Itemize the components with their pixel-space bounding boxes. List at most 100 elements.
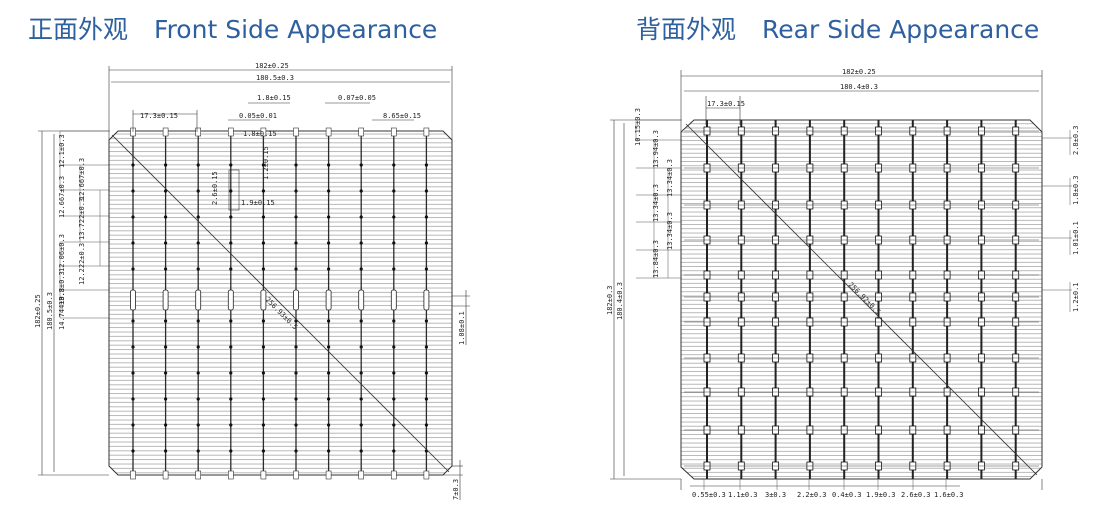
rear-row4: 13.34±0.3 <box>652 184 660 222</box>
rear-bottom-dim-label: 0.4±0.3 <box>832 491 862 499</box>
front-solder-dot <box>424 397 428 401</box>
front-solder-dot <box>261 319 265 323</box>
rear-bottom-dim-label: 1.1±0.3 <box>728 491 758 499</box>
front-solder-dot <box>424 215 428 219</box>
front-solder-dot <box>261 189 265 193</box>
rear-grid <box>684 120 1039 479</box>
front-pad-small2: 1.9±0.15 <box>241 199 275 207</box>
front-row4: 13.722±0.3 <box>78 198 86 240</box>
front-mid-pad <box>423 289 430 311</box>
rear-bottom-dim-label: 1.9±0.3 <box>866 491 896 499</box>
front-overall-height: 182±0.25 <box>34 294 42 328</box>
rear-right3: 1.01±0.1 <box>1072 221 1080 255</box>
front-solder-dot <box>131 449 135 453</box>
front-solder-dot <box>327 189 331 193</box>
front-solder-dot <box>164 371 168 375</box>
front-solder-dot <box>261 241 265 245</box>
rear-overall-width: 182±0.25 <box>842 68 876 76</box>
rear-right4: 1.2±0.1 <box>1072 282 1080 312</box>
front-solder-dot <box>392 215 396 219</box>
front-bottom-pad <box>162 470 169 480</box>
rear-row6: 13.84±0.3 <box>652 240 660 278</box>
front-bottom-pad <box>293 470 299 480</box>
front-solder-dot <box>327 371 331 375</box>
front-solder-dot <box>294 449 298 453</box>
front-solder-dot <box>229 267 233 271</box>
rear-bottom-dim-label: 2.2±0.3 <box>797 491 827 499</box>
front-solder-dot <box>229 189 233 193</box>
front-solder-dot <box>424 423 428 427</box>
front-solder-dot <box>294 163 298 167</box>
front-chamfer: 7±0.3 <box>452 479 460 500</box>
front-solder-dot <box>229 163 233 167</box>
front-solder-dot <box>327 163 331 167</box>
front-solder-dot <box>229 449 233 453</box>
rear-busbar-pitch: 17.3±0.15 <box>707 100 745 108</box>
rear-right1: 2.8±0.3 <box>1072 125 1080 155</box>
front-solder-dot <box>196 371 200 375</box>
front-solder-dot <box>261 397 265 401</box>
front-solder-dot <box>424 267 428 271</box>
front-solder-dot <box>327 449 331 453</box>
front-solder-dot <box>392 449 396 453</box>
front-solder-dot <box>164 163 168 167</box>
front-top-pad <box>293 127 299 137</box>
front-solder-dot <box>392 241 396 245</box>
front-solder-pads <box>131 163 428 453</box>
front-solder-dot <box>359 345 363 349</box>
rear-title-cn: 背面外观 <box>636 15 737 44</box>
front-row1: 12.1±0.3 <box>58 134 66 168</box>
front-mid-pad <box>227 289 234 311</box>
rear-bottom-dim-label: 3±0.3 <box>765 491 786 499</box>
front-solder-dot <box>359 397 363 401</box>
front-solder-dot <box>196 163 200 167</box>
front-solder-dot <box>196 189 200 193</box>
front-solder-dot <box>131 241 135 245</box>
front-solder-dot <box>164 215 168 219</box>
front-solder-dot <box>294 215 298 219</box>
rear-row3: 13.34±0.3 <box>666 159 674 197</box>
rear-bottom-dim-label: 1.6±0.3 <box>934 491 964 499</box>
rear-bottom-dim-label: 0.55±0.3 <box>692 491 726 499</box>
front-solder-dot <box>294 371 298 375</box>
front-solder-dot <box>131 215 135 219</box>
front-top-pad <box>390 127 397 137</box>
front-solder-dot <box>359 371 363 375</box>
front-solder-dot <box>294 241 298 245</box>
front-solder-dot <box>164 267 168 271</box>
front-solder-dot <box>196 397 200 401</box>
front-solder-dot <box>327 423 331 427</box>
rear-row1: 10.15±0.3 <box>634 108 642 146</box>
front-solder-dot <box>229 241 233 245</box>
front-row2: 12.667±0.3 <box>58 176 66 218</box>
rear-inner-height: 180.4±0.3 <box>616 282 624 320</box>
front-solder-dot <box>131 345 135 349</box>
front-mid-pad <box>293 289 299 311</box>
front-solder-dot <box>164 241 168 245</box>
front-mid-pad <box>260 289 267 311</box>
front-inner-width: 180.5±0.3 <box>256 74 294 82</box>
front-pad-side: 1.2±0.15 <box>262 146 270 180</box>
front-solder-dot <box>294 267 298 271</box>
front-solder-dot <box>392 319 396 323</box>
front-solder-dot <box>359 319 363 323</box>
front-solder-dot <box>424 371 428 375</box>
front-solder-dot <box>359 215 363 219</box>
front-row6: 12.222±0.3 <box>78 243 86 285</box>
front-solder-dot <box>261 371 265 375</box>
front-pad-gap: 0.07±0.05 <box>338 94 376 102</box>
rear-row2: 13.94±0.3 <box>652 130 660 168</box>
front-solder-dot <box>424 241 428 245</box>
front-solder-dot <box>131 371 135 375</box>
rear-right2: 1.8±0.3 <box>1072 175 1080 205</box>
front-solder-dot <box>229 397 233 401</box>
front-solder-dot <box>261 449 265 453</box>
front-bottom-pad <box>390 470 397 480</box>
front-mid-pad <box>325 289 332 311</box>
front-top-pad <box>358 127 365 137</box>
front-solder-dot <box>392 189 396 193</box>
front-solder-dot <box>196 423 200 427</box>
front-solder-dot <box>196 267 200 271</box>
